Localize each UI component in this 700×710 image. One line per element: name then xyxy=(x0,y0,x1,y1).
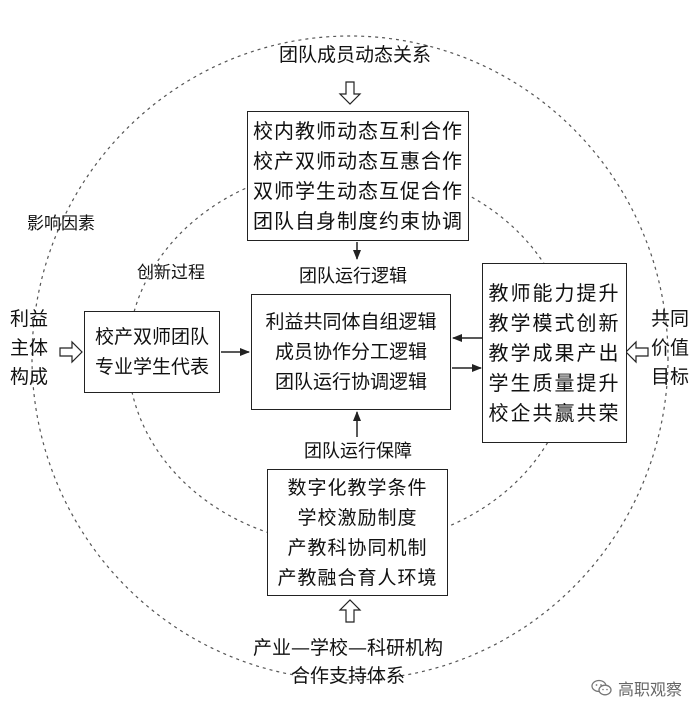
right-box-line: 校企共赢共荣 xyxy=(488,401,621,425)
bottom-label: 产业—学校—科研机构 合作支持体系 xyxy=(253,634,443,690)
center-box-line: 团队运行协调逻辑 xyxy=(274,371,427,393)
hollow-arrow-right xyxy=(625,340,649,364)
left-box: 校产双师团队 专业学生代表 xyxy=(84,311,220,393)
bottom-box-line: 数字化教学条件 xyxy=(287,476,428,499)
top-box-line: 团队自身制度约束协调 xyxy=(253,209,463,233)
hollow-arrow-bottom xyxy=(338,599,362,623)
left-label-line: 利益 xyxy=(10,308,49,330)
top-box-line: 校产双师动态互惠合作 xyxy=(253,149,463,173)
hollow-arrow-left xyxy=(59,340,83,364)
bottom-box: 数字化教学条件 学校激励制度 产教科协同机制 产教融合育人环境 xyxy=(267,469,448,596)
bottom-box-line: 产教科协同机制 xyxy=(287,536,428,559)
top-box-line: 双师学生动态互促合作 xyxy=(253,179,463,203)
bottom-box-line: 学校激励制度 xyxy=(297,506,418,529)
right-label-line: 共同 xyxy=(651,308,690,330)
logic-label: 团队运行逻辑 xyxy=(299,266,407,287)
right-label-line: 价值 xyxy=(651,337,690,359)
right-box-line: 教学成果产出 xyxy=(488,341,621,365)
right-box: 教师能力提升 教学模式创新 教学成果产出 学生质量提升 校企共赢共荣 xyxy=(482,263,627,443)
left-label-line: 主体 xyxy=(10,337,49,359)
right-box-line: 学生质量提升 xyxy=(488,371,621,395)
hollow-arrow-top xyxy=(338,81,362,105)
right-label: 共同 价值 目标 xyxy=(651,305,689,392)
innovation-process-label: 创新过程 xyxy=(137,263,205,283)
right-box-line: 教师能力提升 xyxy=(488,281,621,305)
center-box-line: 成员协作分工逻辑 xyxy=(274,341,427,363)
bottom-box-line: 产教融合育人环境 xyxy=(277,566,438,589)
left-label: 利益 主体 构成 xyxy=(10,305,48,392)
left-label-line: 构成 xyxy=(10,366,49,388)
center-box-line: 利益共同体自组逻辑 xyxy=(265,311,437,333)
bottom-label-line: 合作支持体系 xyxy=(291,665,406,687)
top-label: 团队成员动态关系 xyxy=(279,44,432,66)
left-box-line: 校产双师团队 xyxy=(94,326,209,348)
right-box-line: 教学模式创新 xyxy=(488,311,621,335)
outer-dashed-circle xyxy=(31,35,669,681)
right-label-line: 目标 xyxy=(651,366,690,388)
bottom-label-line: 产业—学校—科研机构 xyxy=(253,637,444,659)
top-box-line: 校内教师动态互利合作 xyxy=(253,119,463,143)
guarantee-label: 团队运行保障 xyxy=(304,441,412,462)
influence-factors-label: 影响因素 xyxy=(27,214,95,234)
top-box: 校内教师动态互利合作 校产双师动态互惠合作 双师学生动态互促合作 团队自身制度约… xyxy=(247,111,469,241)
watermark-text: 高职观察 xyxy=(617,680,682,699)
left-box-line: 专业学生代表 xyxy=(94,356,209,378)
watermark: 高职观察 xyxy=(591,676,682,700)
wechat-icon xyxy=(591,679,612,696)
center-box: 利益共同体自组逻辑 成员协作分工逻辑 团队运行协调逻辑 xyxy=(251,294,451,410)
